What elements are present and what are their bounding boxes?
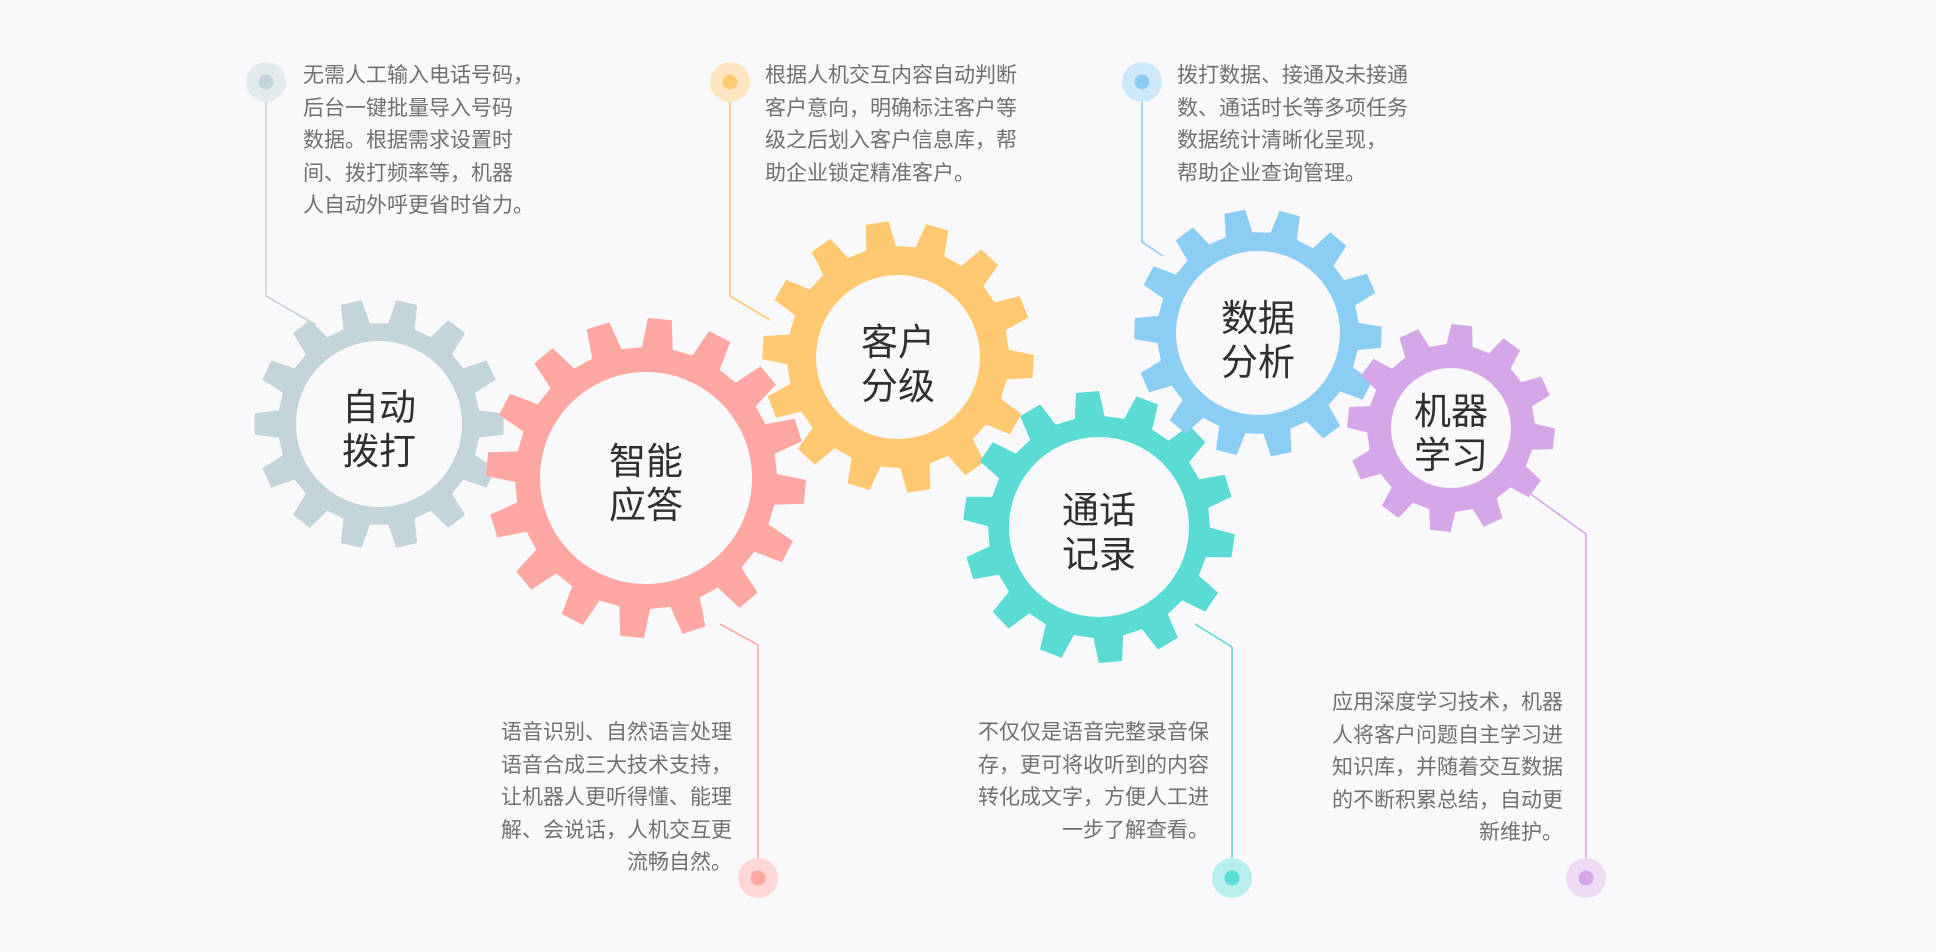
gear-hole [1009, 437, 1189, 617]
desc-data-analysis: 拨打数据、接通及未接通 数、通话时长等多项任务 数据统计清晰化呈现， 帮助企业查… [1177, 63, 1408, 185]
desc-customer-grading: 根据人机交互内容自动判断 客户意向，明确标注客户等 级之后划入客户信息库，帮 助… [765, 63, 1017, 185]
desc-machine-learning: 应用深度学习技术，机器 人将客户问题自主学习进 知识库，并随着交互数据 的不断积… [1332, 690, 1563, 844]
desc-smart-reply: 语音识别、自然语言处理 语音合成三大技术支持， 让机器人更听得懂、能理 解、会说… [501, 720, 732, 874]
gear-smart-reply [486, 318, 806, 638]
gear-hole [296, 341, 462, 507]
gear-call-record [963, 391, 1235, 663]
gear-customer-grading [762, 221, 1034, 493]
gear-hole [816, 275, 980, 439]
connector-line-machine-learning [1524, 489, 1587, 878]
marker-dot-inner-auto-dial [258, 74, 274, 90]
marker-dot-inner-call-record [1224, 870, 1240, 886]
gear-machine-learning [1347, 324, 1555, 532]
connector-line-smart-reply [719, 623, 759, 878]
marker-dot-inner-data-analysis [1134, 74, 1150, 90]
connector-line-auto-dial [265, 82, 317, 326]
connector-line-call-record [1194, 623, 1233, 878]
gear-hole [1391, 368, 1511, 488]
gears-layer [254, 209, 1555, 663]
gear-auto-dial [254, 300, 504, 548]
gear-data-analysis [1134, 209, 1382, 457]
desc-auto-dial: 无需人工输入电话号码， 后台一键批量导入号码 数据。根据需求设置时 间、拨打频率… [303, 63, 534, 217]
gear-hole [1176, 251, 1340, 415]
connector-line-data-analysis [1141, 82, 1164, 257]
marker-dots [246, 62, 1606, 898]
connector-lines [265, 82, 1587, 878]
marker-dot-inner-customer-grading [722, 74, 738, 90]
gear-hole [540, 372, 752, 584]
connector-line-customer-grading [729, 82, 771, 321]
marker-dot-inner-smart-reply [750, 870, 766, 886]
desc-call-record: 不仅仅是语音完整录音保 存，更可将收听到的内容 转化成文字，方便人工进 一步了解… [978, 720, 1209, 842]
marker-dot-inner-machine-learning [1578, 870, 1594, 886]
